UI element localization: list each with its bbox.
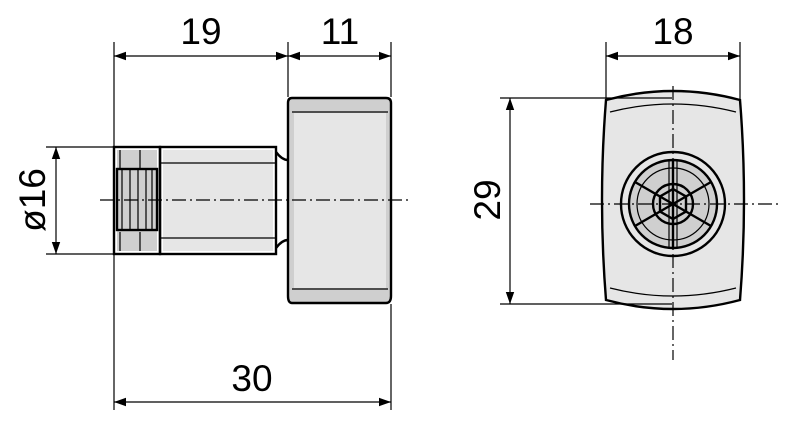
dimension-label-11: 11 <box>321 11 359 52</box>
dimension-29: 29 <box>467 97 672 305</box>
end-view <box>590 86 780 360</box>
dimension-19: 19 <box>113 11 289 146</box>
dimension-label-19: 19 <box>180 11 221 52</box>
dimension-label-29: 29 <box>467 179 508 220</box>
dimension-11: 11 <box>288 11 392 97</box>
side-view <box>100 96 408 305</box>
dimension-label-diameter: ø16 <box>12 168 53 232</box>
dimension-18: 18 <box>605 11 741 100</box>
dimension-30: 30 <box>113 255 392 410</box>
dimension-label-30: 30 <box>231 358 272 399</box>
dimension-diameter-16: ø16 <box>12 146 114 255</box>
dimension-label-18: 18 <box>652 11 693 52</box>
